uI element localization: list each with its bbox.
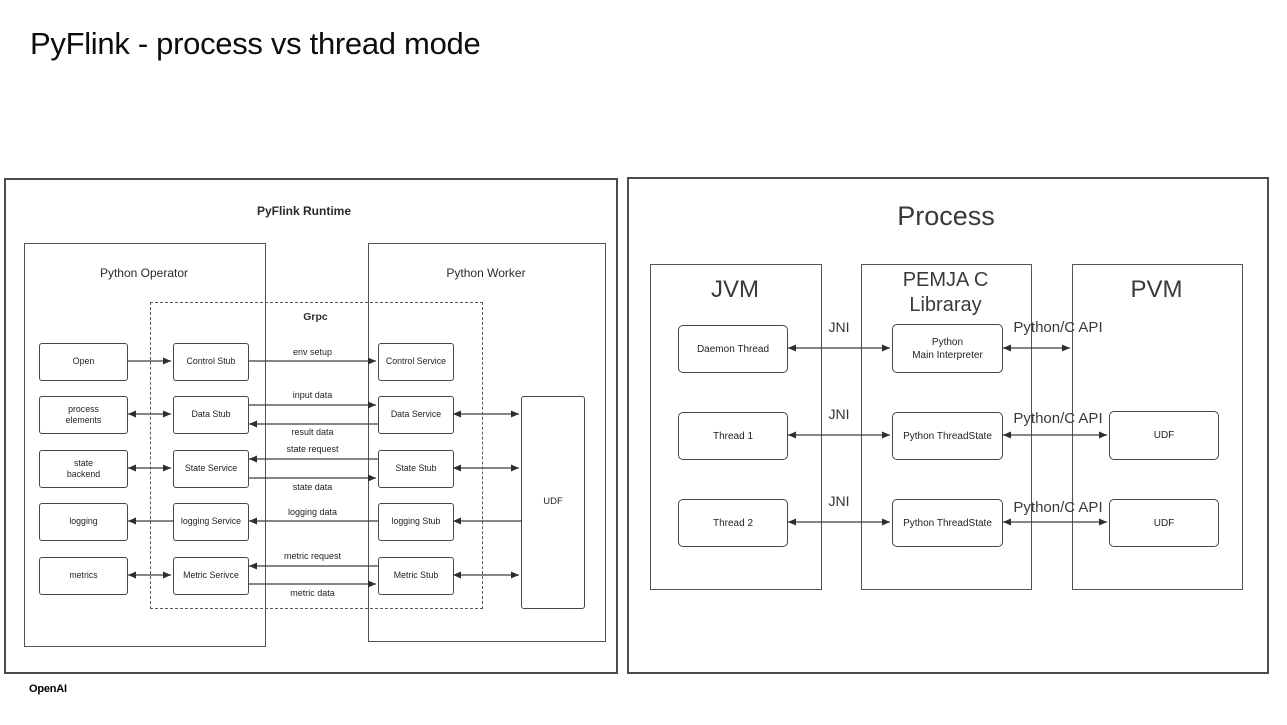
box-daemon-thread: Daemon Thread: [678, 325, 788, 373]
box-process-elements: process elements: [39, 396, 128, 434]
pvm-title: PVM: [1130, 276, 1183, 303]
box-python-threadstate-1: Python ThreadState: [892, 412, 1003, 460]
pyflink-runtime-panel: [4, 178, 618, 674]
edge-label-state-data: state data: [292, 482, 333, 492]
box-python-main-interpreter: Python Main Interpreter: [892, 324, 1003, 373]
grpc-title: Grpc: [303, 311, 328, 323]
pyflink-runtime-title: PyFlink Runtime: [256, 204, 351, 218]
process-panel: [627, 177, 1269, 674]
grpc-boundary: [150, 302, 483, 609]
pemja-title: PEMJA C Libraray: [902, 269, 989, 316]
box-logging-stub: logging Stub: [378, 503, 454, 541]
jvm-box: [650, 264, 822, 590]
label-jni-1: JNI: [828, 319, 850, 335]
python-worker-box: [368, 243, 606, 642]
box-metrics: metrics: [39, 557, 128, 595]
label-python-c-api-3: Python/C API: [1013, 499, 1103, 516]
box-open: Open: [39, 343, 128, 381]
box-data-stub: Data Stub: [173, 396, 249, 434]
slide-title: PyFlink - process vs thread mode: [30, 26, 481, 61]
box-udf-2: UDF: [1109, 499, 1219, 547]
edge-label-metric-request: metric request: [283, 551, 342, 561]
box-state-service: State Service: [173, 450, 249, 488]
box-state-backend: state backend: [39, 450, 128, 488]
python-operator-title: Python Operator: [99, 266, 189, 280]
box-control-service: Control Service: [378, 343, 454, 381]
edge-label-state-request: state request: [286, 444, 339, 454]
box-data-service: Data Service: [378, 396, 454, 434]
box-udf: UDF: [521, 396, 585, 609]
box-python-threadstate-2: Python ThreadState: [892, 499, 1003, 547]
box-thread-1: Thread 1: [678, 412, 788, 460]
label-python-c-api-2: Python/C API: [1013, 410, 1103, 427]
edge-label-logging-data: logging data: [287, 507, 338, 517]
python-operator-box: [24, 243, 266, 647]
box-udf-1: UDF: [1109, 411, 1219, 460]
pvm-box: [1072, 264, 1243, 590]
python-worker-title: Python Worker: [446, 266, 526, 280]
process-title: Process: [897, 201, 995, 231]
edge-label-env-setup: env setup: [292, 347, 333, 357]
label-python-c-api-1: Python/C API: [1013, 319, 1103, 336]
box-thread-2: Thread 2: [678, 499, 788, 547]
label-jni-2: JNI: [828, 406, 850, 422]
box-state-stub: State Stub: [378, 450, 454, 488]
box-metric-stub: Metric Stub: [378, 557, 454, 595]
box-metric-service: Metric Serivce: [173, 557, 249, 595]
edge-label-result-data: result data: [291, 427, 334, 437]
pemja-box: [861, 264, 1032, 590]
label-jni-3: JNI: [828, 493, 850, 509]
jvm-title: JVM: [711, 276, 759, 303]
edge-label-metric-data: metric data: [290, 588, 335, 598]
box-logging-service: logging Service: [173, 503, 249, 541]
box-control-stub: Control Stub: [173, 343, 249, 381]
box-logging: logging: [39, 503, 128, 541]
openai-logo: OpenAI: [29, 683, 67, 695]
edge-label-input-data: input data: [292, 390, 333, 400]
